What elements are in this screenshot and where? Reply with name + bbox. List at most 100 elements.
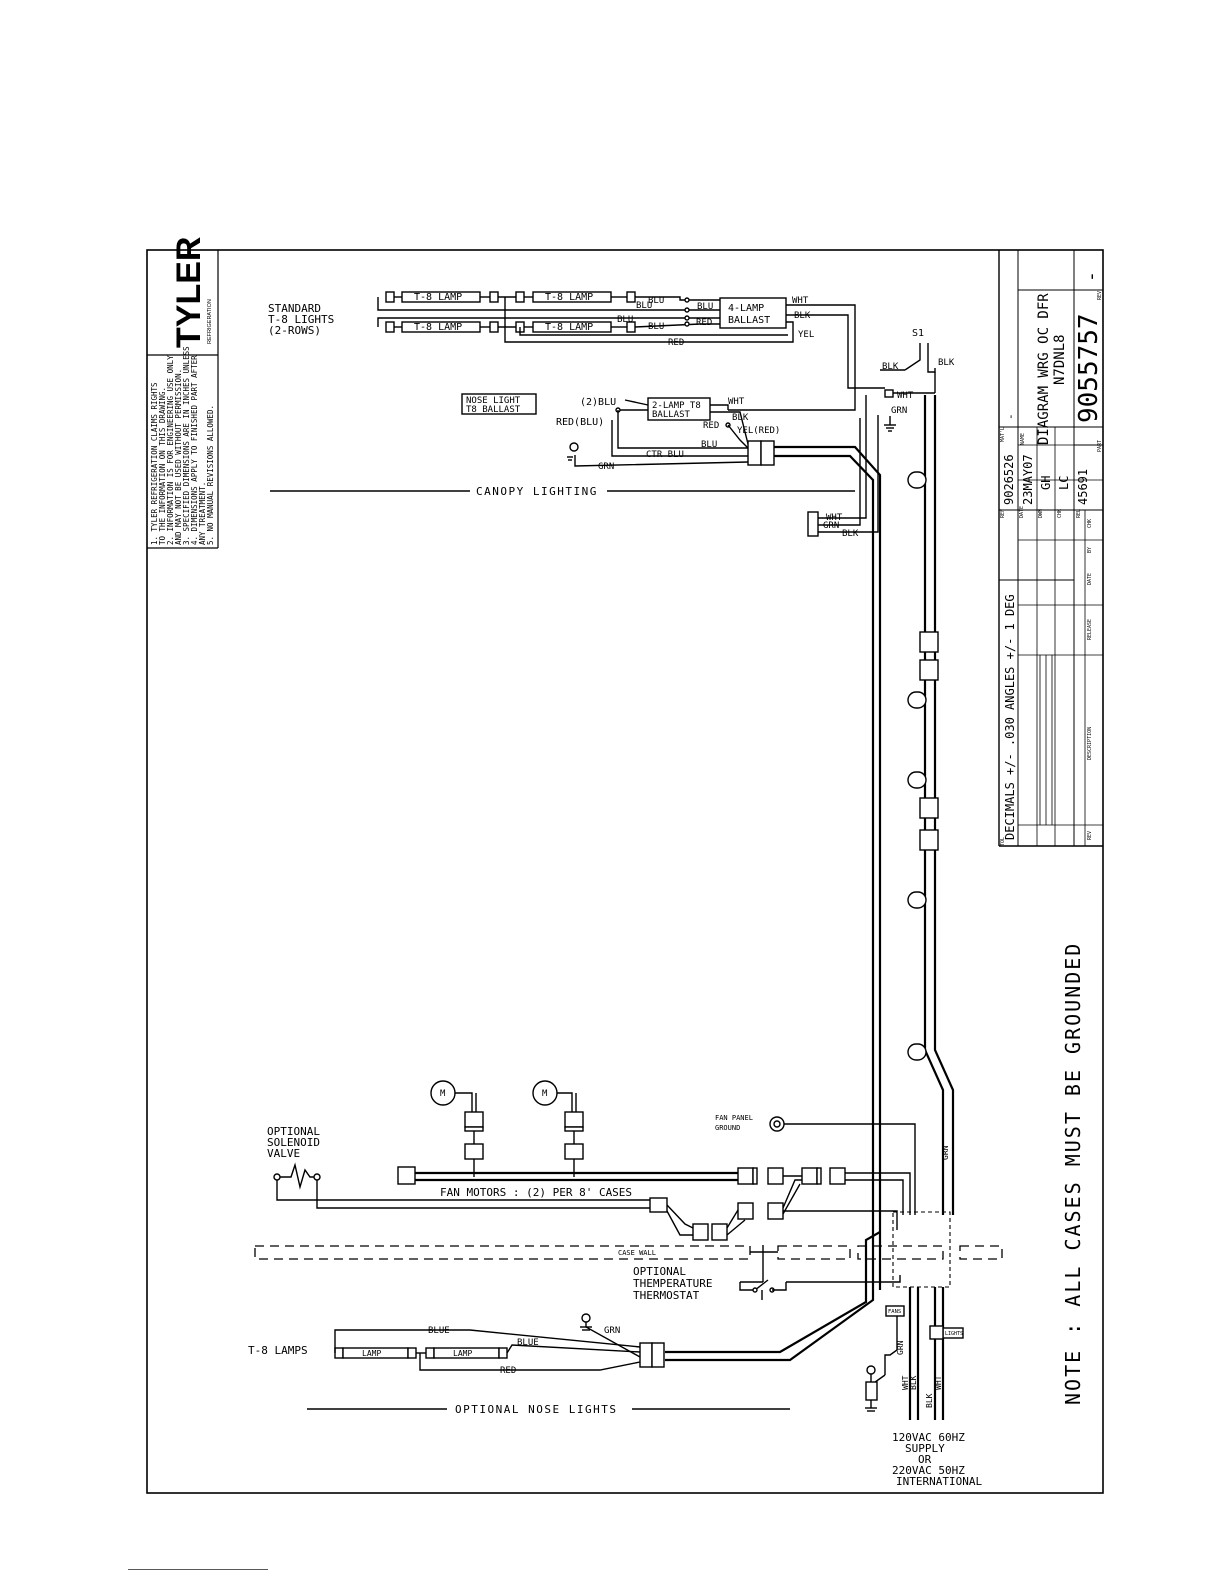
svg-text:RED: RED [500,1366,516,1376]
svg-text:(2-ROWS): (2-ROWS) [268,324,321,337]
svg-text:S1: S1 [912,328,924,339]
svg-text:BLU: BLU [697,302,713,312]
svg-text:T8 BALLAST: T8 BALLAST [466,405,521,415]
svg-text:VALVE: VALVE [267,1147,300,1160]
svg-text:SUPPLY: SUPPLY [905,1442,945,1455]
trunk-connectors [907,471,939,1061]
title-block: 9055757 - REV PART DIAGRAM WRG OC DFR N7… [998,250,1104,847]
svg-text:(2)BLU: (2)BLU [580,397,616,408]
label-ref: REF [1000,509,1006,518]
svg-text:T-8 LIGHTS: T-8 LIGHTS [268,313,334,326]
svg-text:CTR BLU: CTR BLU [646,450,684,460]
grounding-note: NOTE : ALL CASES MUST BE GROUNDED [1061,942,1085,1405]
label-chk-top: CHK [1057,509,1063,518]
fans-tag [885,1305,905,1317]
tolerance-text: DECIMALS +/- .030 ANGLES +/- 1 DEG [1003,594,1017,840]
svg-text:STANDARD: STANDARD [268,302,321,315]
svg-text:2-LAMP T8: 2-LAMP T8 [652,401,701,411]
standard-lights-label: STANDARD T-8 LIGHTS (2-ROWS) [268,302,334,337]
svg-text:YEL: YEL [798,330,814,340]
svg-text:BLK: BLK [842,529,859,539]
fan-harness-end [397,1166,416,1185]
svg-text:CASE WALL: CASE WALL [618,1249,656,1257]
svg-text:BLK: BLK [938,358,955,368]
svg-text:RED: RED [696,318,712,328]
svg-text:BLK: BLK [732,413,749,423]
label-rev-top: REV [1097,291,1103,300]
label-rev: REV [1087,831,1093,840]
svg-text:RED(BLU): RED(BLU) [556,417,604,428]
note-line-1: 1. TYLER REFRIGERATION CLAIMS RIGHTS [150,382,159,545]
svg-text:BALLAST: BALLAST [652,410,691,420]
svg-text:OPTIONAL: OPTIONAL [267,1125,320,1138]
label-matl: MAT'L [1000,427,1006,442]
note-line-8: 5. NO MANUAL REVISIONS ALLOWED. [206,405,215,545]
svg-text:M: M [542,1089,548,1099]
svg-text:GROUND: GROUND [715,1124,740,1132]
svg-text:BLK: BLK [794,311,811,321]
svg-text:GRN: GRN [941,1145,950,1160]
thermostat-switch [739,1275,901,1300]
svg-text:GRN: GRN [598,462,614,472]
svg-text:WHT: WHT [897,391,914,401]
svg-text:YEL(RED): YEL(RED) [737,426,780,436]
solenoid-valve [273,1162,650,1209]
drawing-name-2: N7DNL8 [1052,334,1068,385]
svg-text:FAN PANEL: FAN PANEL [715,1114,753,1122]
svg-text:SOLENOID: SOLENOID [267,1136,320,1149]
svg-text:BLU: BLU [636,301,652,311]
svg-text:120VAC 60HZ: 120VAC 60HZ [892,1431,965,1444]
svg-text:RED: RED [703,421,719,431]
svg-text:LAMP: LAMP [362,1349,381,1358]
logo-subtext: REFRIGERATION [207,299,213,344]
svg-text:BLU: BLU [648,296,664,306]
tyler-logo: TYLER REFRIGERATION [170,237,213,348]
case-wall [254,1245,751,1260]
svg-text:GRN: GRN [604,1326,620,1336]
svg-text:M: M [440,1089,446,1099]
svg-text:220VAC 50HZ: 220VAC 50HZ [892,1464,965,1477]
release-number-value: 45691 [1076,469,1090,505]
svg-text:INTERNATIONAL: INTERNATIONAL [896,1475,982,1488]
logo-text: TYLER [170,237,208,348]
lamp-row-bottom: T-8 LAMP T-8 LAMP [385,321,636,333]
svg-text:WHT: WHT [792,296,809,306]
fan-motors-label: FAN MOTORS : (2) PER 8' CASES [440,1186,632,1199]
part-number: 9055757 [1074,313,1104,423]
svg-text:WHT: WHT [901,1375,910,1390]
svg-text:BLUE: BLUE [517,1338,539,1348]
svg-text:BLU: BLU [617,315,633,325]
svg-text:OR: OR [918,1453,932,1466]
svg-text:WHT: WHT [826,513,843,523]
svg-text:T-8 LAMP: T-8 LAMP [414,292,462,303]
nose-light-ballast-label: NOSE LIGHT T8 BALLAST [461,393,537,415]
svg-text:GRN: GRN [896,1340,905,1355]
nose-lamps: LAMP LAMP [334,1347,508,1359]
rev-value: - [1081,271,1102,282]
svg-text:RED: RED [668,338,684,348]
svg-text:BLUE: BLUE [428,1326,450,1336]
drawn-value: GH [1039,476,1053,490]
note-line-3: 2. INFORMATION IS FOR ENGINEERING USE ON… [166,355,175,545]
label-by: BY [1087,547,1093,553]
svg-text:T-8 LAMP: T-8 LAMP [545,322,593,333]
fan-motor-1: M [430,1080,484,1177]
note-line-2: TO THE INFORMATION ON THIS DRAWING. [158,387,167,545]
solenoid-label: OPTIONAL SOLENOID VALVE [267,1125,320,1160]
svg-text:BLK: BLK [925,1393,934,1408]
junction-box [892,1211,951,1288]
svg-text:BLU: BLU [648,322,664,332]
fan-connectors [692,1167,846,1241]
svg-text:NOSE LIGHT: NOSE LIGHT [466,396,521,406]
drawing-name-1: DIAGRAM WRG OC DFR [1036,293,1052,445]
svg-text:4-LAMP: 4-LAMP [728,303,764,314]
label-rel: REL [1076,509,1082,518]
label-name: NAME [1020,433,1026,445]
connector-canopy [747,440,775,466]
svg-text:WHT: WHT [934,1375,943,1390]
note-line-4: AND MAY NOT BE USED WITHOUT PERMISSION. [174,369,183,545]
solenoid-connector [649,1197,668,1213]
matl-value: - [1004,413,1017,420]
switch-s1: S1 BLK BLK [880,328,955,393]
